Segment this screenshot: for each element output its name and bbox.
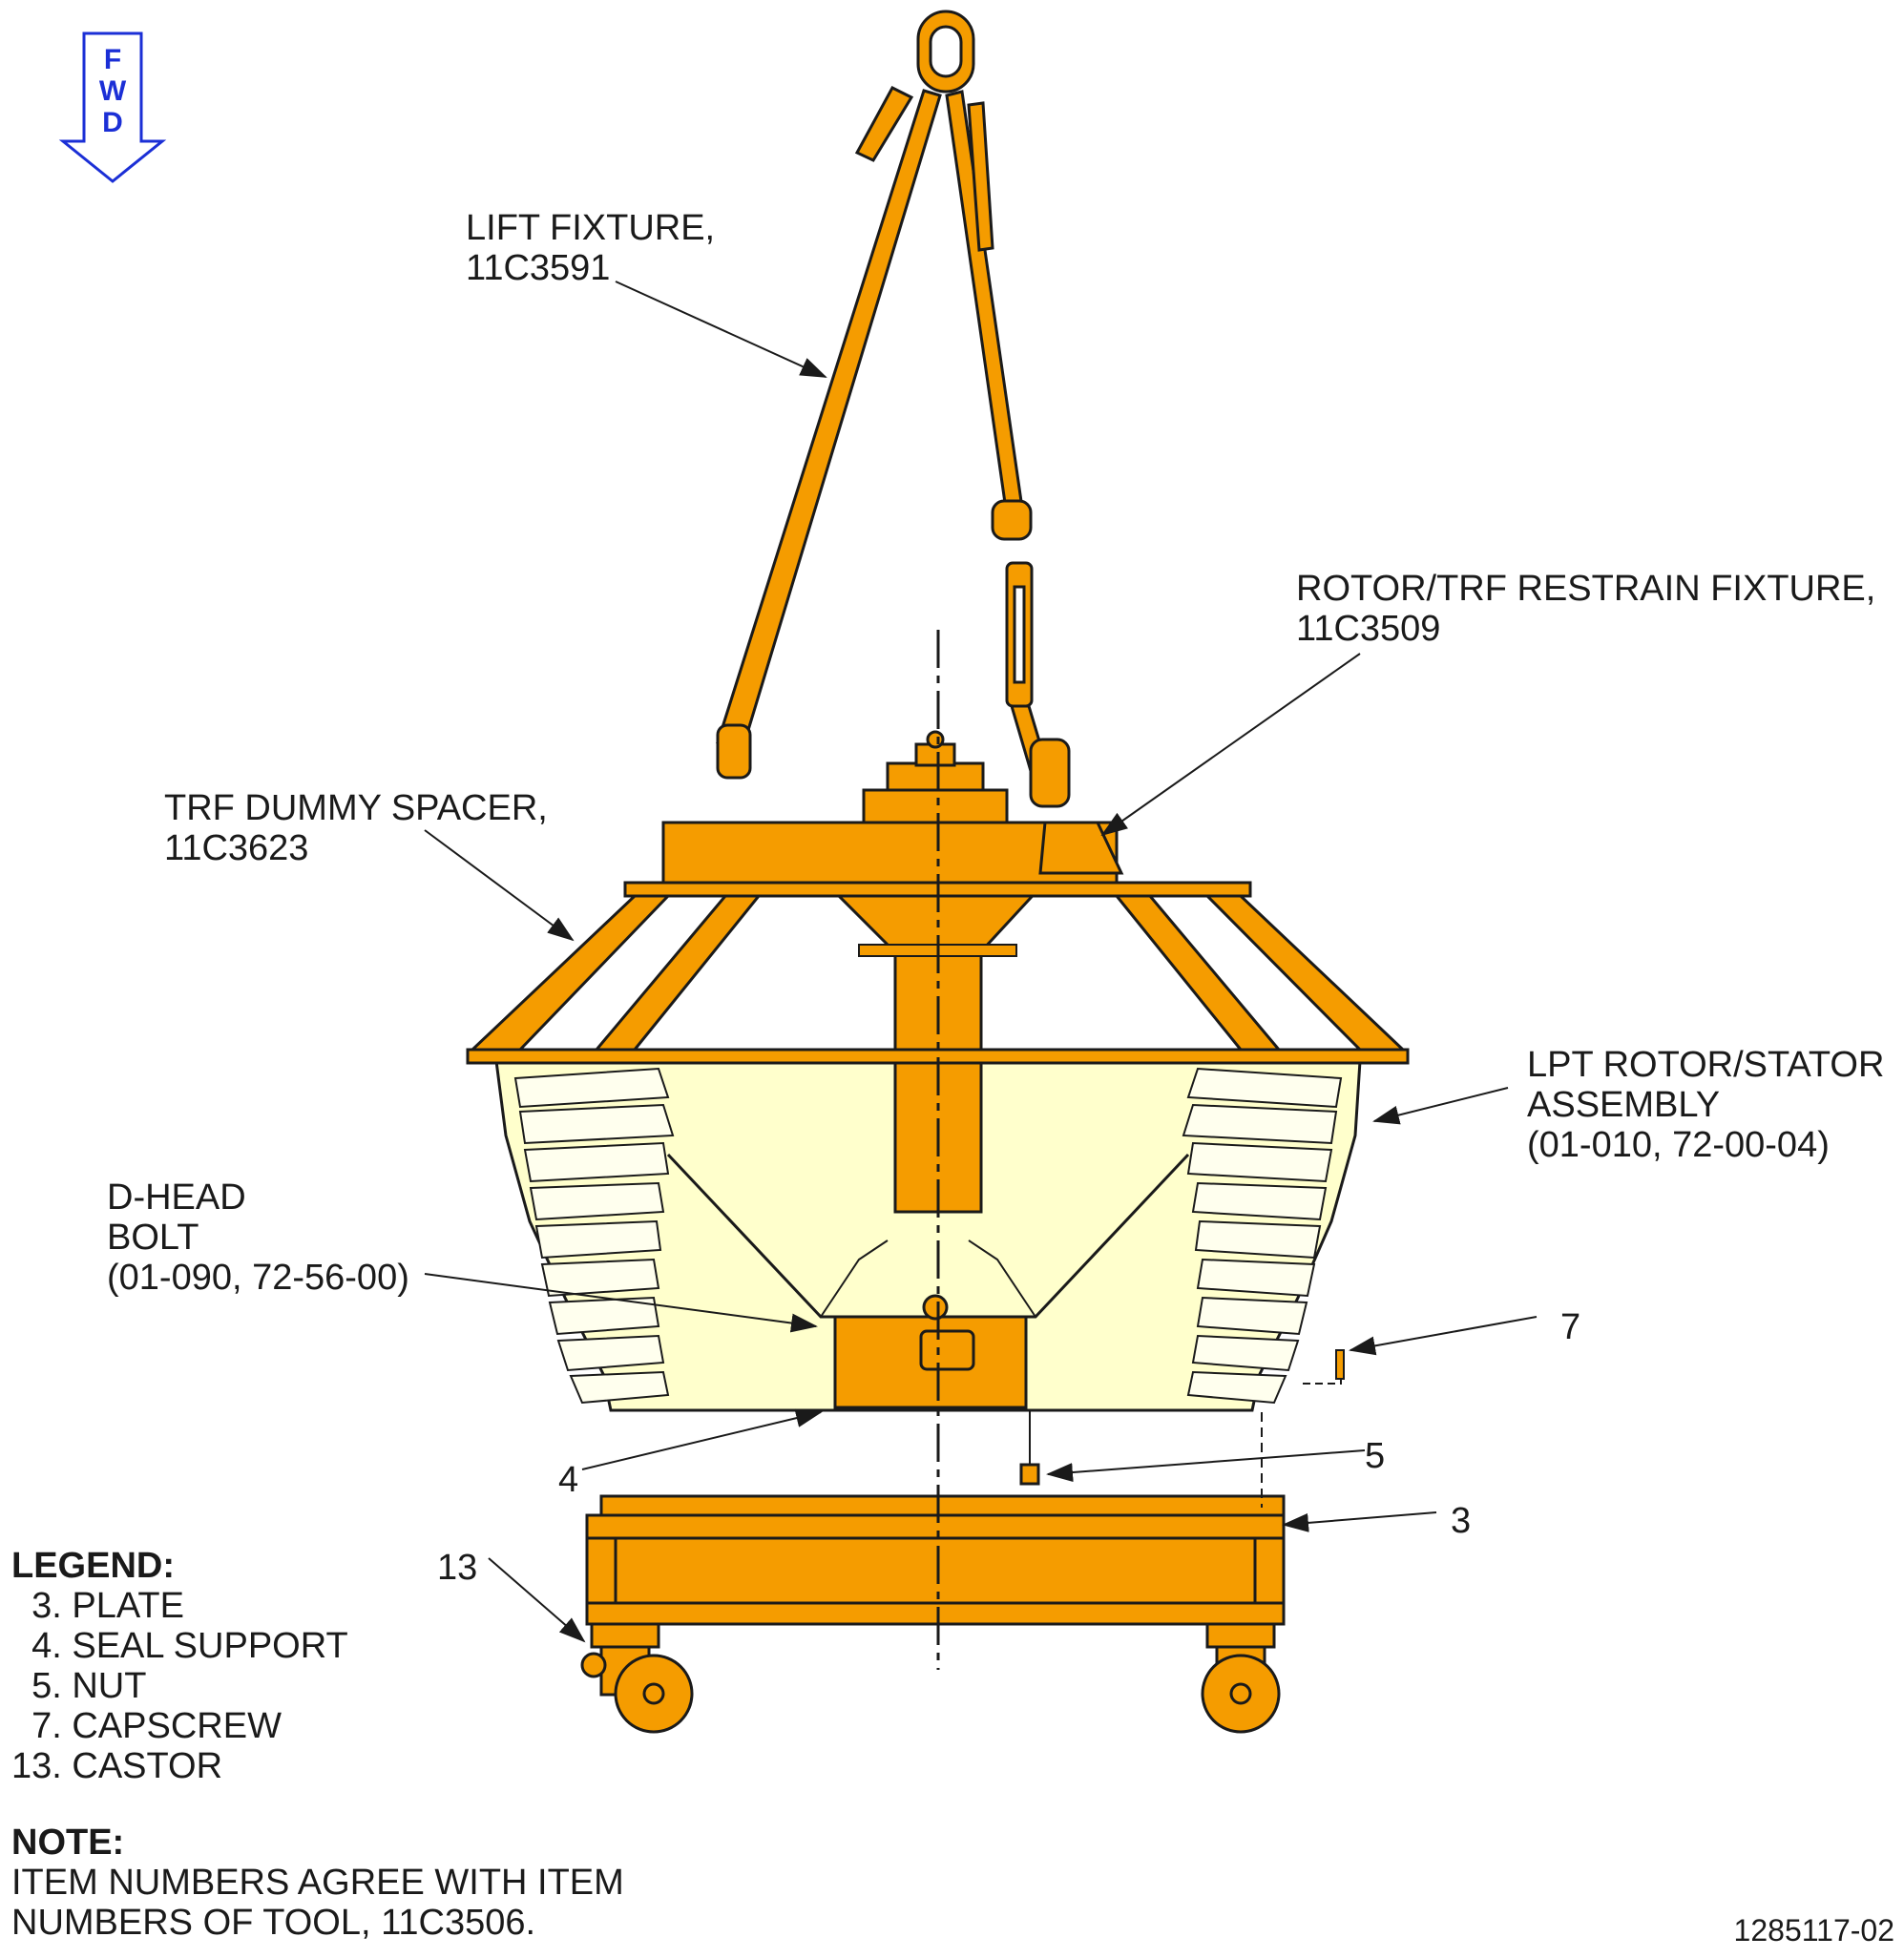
restrain-fixture-name: ROTOR/TRF RESTRAIN FIXTURE, (1296, 569, 1876, 609)
item-number-13: 13 (437, 1548, 478, 1588)
dummy-spacer-label: TRF DUMMY SPACER,11C3623 (164, 788, 548, 868)
legend-item: 4. SEAL SUPPORT (11, 1626, 348, 1666)
lpt-assembly-line2: ASSEMBLY (1527, 1085, 1721, 1125)
lift-fixture-name: LIFT FIXTURE, (466, 208, 716, 248)
legend-item: 13. CASTOR (11, 1746, 223, 1786)
fwd-letter-f: F (104, 44, 121, 75)
capscrew (1261, 1349, 1345, 1508)
lift-fixture-label: LIFT FIXTURE,11C3591 (466, 208, 715, 288)
lpt-rotor-stator-body (494, 1059, 1362, 1412)
legend: LEGEND: 3. PLATE 4. SEAL SUPPORT 5. NUT … (11, 1546, 348, 1786)
lift-fixture (716, 10, 1071, 808)
restrain-fixture-number: 11C3509 (1296, 609, 1441, 649)
seal-support (833, 1294, 1028, 1409)
fwd-letter-w: W (99, 75, 127, 107)
lift-fixture-number: 11C3591 (466, 248, 611, 288)
legend-item: 7. CAPSCREW (11, 1706, 282, 1746)
fwd-arrow-indicator: F W D (57, 29, 172, 196)
castor-right (1201, 1622, 1281, 1734)
item-number-5: 5 (1365, 1436, 1386, 1476)
legend-item: 5. NUT (11, 1666, 147, 1706)
dummy-spacer-name: TRF DUMMY SPACER, (164, 788, 548, 828)
d-head-bolt-line2: BOLT (107, 1218, 199, 1258)
castor-left (580, 1622, 694, 1734)
lpt-assembly-line1: LPT ROTOR/STATOR (1527, 1045, 1885, 1085)
leader-lines (424, 281, 1538, 1643)
item-number-3: 3 (1451, 1501, 1472, 1541)
item-number-7: 7 (1560, 1307, 1581, 1347)
note-title: NOTE: (11, 1823, 125, 1863)
fwd-arrow-icon: F W D (58, 31, 167, 183)
legend-title: LEGEND: (11, 1546, 175, 1586)
fwd-letter-d: D (102, 107, 123, 138)
plate-cart (585, 1463, 1286, 1626)
d-head-bolt-reference: (01-090, 72-56-00) (107, 1258, 409, 1298)
note-line2: NUMBERS OF TOOL, 11C3506. (11, 1903, 536, 1943)
item-number-4: 4 (558, 1460, 579, 1500)
note-line1: ITEM NUMBERS AGREE WITH ITEM (11, 1863, 624, 1903)
legend-item: 3. PLATE (11, 1586, 184, 1626)
document-number: 1285117-02 (1733, 1913, 1894, 1948)
restrain-fixture-label: ROTOR/TRF RESTRAIN FIXTURE,11C3509 (1296, 569, 1875, 649)
lpt-assembly-reference: (01-010, 72-00-04) (1527, 1125, 1830, 1165)
d-head-bolt-line1: D-HEAD (107, 1177, 246, 1218)
note: NOTE: ITEM NUMBERS AGREE WITH ITEM NUMBE… (11, 1823, 624, 1943)
dummy-spacer-number: 11C3623 (164, 828, 309, 868)
